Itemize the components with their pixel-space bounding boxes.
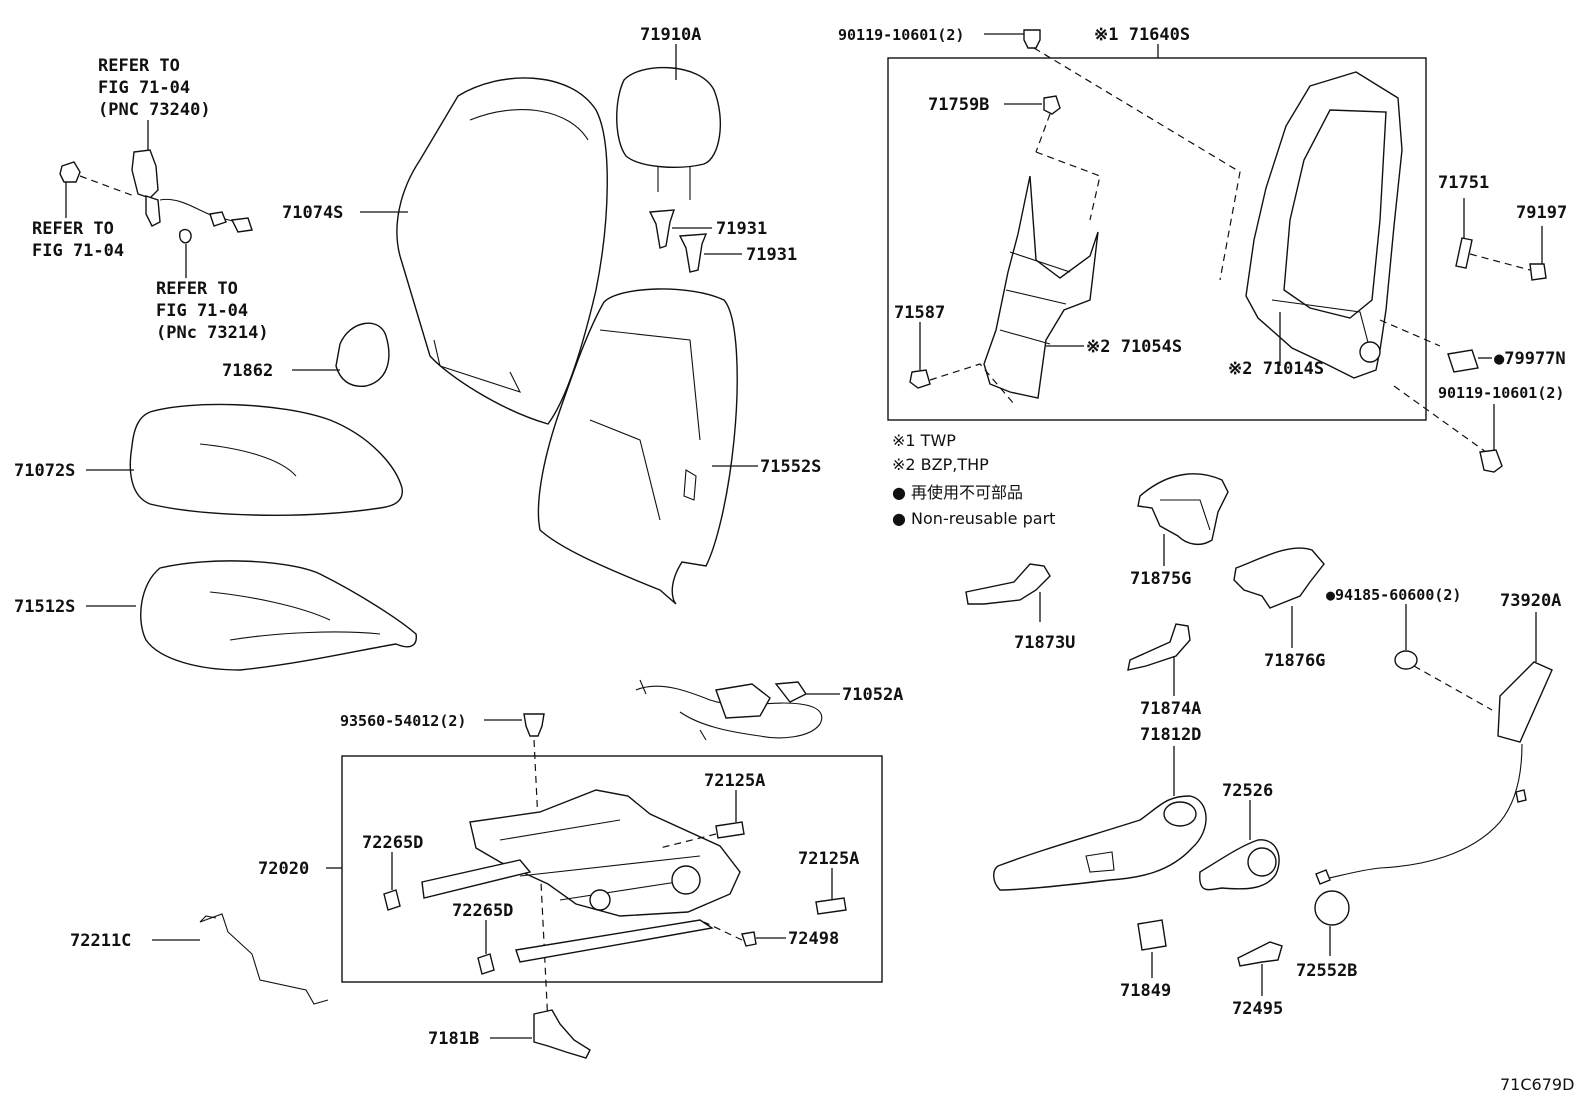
- seat-adjuster-group-box: [341, 755, 883, 983]
- clip-72265D-upper-part: [383, 889, 401, 911]
- label-71876G: 71876G: [1264, 651, 1325, 671]
- label-72495: 72495: [1232, 999, 1283, 1019]
- legend-note-1: ※1 TWP: [892, 431, 956, 450]
- legend-non-reusable-jp: ● 再使用不可部品: [892, 483, 1023, 502]
- headrest-part: [616, 66, 721, 200]
- refer-note-buckle-line3: (PNc 73214): [156, 323, 269, 343]
- label-7181B: 7181B: [428, 1029, 479, 1049]
- seatback-frame-group-box: [887, 57, 1427, 421]
- lumbar-support-part: [983, 151, 1101, 399]
- clip-94185-part: [1394, 650, 1418, 670]
- label-79197: 79197: [1516, 203, 1567, 223]
- bolt-bottom-part: [1479, 449, 1503, 473]
- pin-71751-part: [1455, 237, 1473, 269]
- clip-71759B-part: [1043, 95, 1061, 115]
- label-72552B: 72552B: [1296, 961, 1357, 981]
- side-pad-part: [335, 322, 390, 387]
- label-79977N: ●79977N: [1494, 349, 1566, 369]
- label-71512S: 71512S: [14, 597, 75, 617]
- label-71640S: ※1 71640S: [1094, 25, 1190, 45]
- label-71812D: 71812D: [1140, 725, 1201, 745]
- label-71931-lower: 71931: [746, 245, 797, 265]
- label-71759B: 71759B: [928, 95, 989, 115]
- label-72265D-lower: 72265D: [452, 901, 513, 921]
- refer-note-clip-line2: FIG 71-04: [32, 241, 124, 261]
- bolt-top-part: [1023, 29, 1041, 49]
- bolt-79197-part: [1529, 263, 1547, 281]
- clip-72498-part: [741, 931, 757, 947]
- label-71862: 71862: [222, 361, 273, 381]
- recliner-knob-part: [1199, 839, 1280, 891]
- label-71875G: 71875G: [1130, 569, 1191, 589]
- legend-note-2: ※2 BZP,THP: [892, 455, 989, 474]
- cover-71874A-part: [1127, 623, 1191, 671]
- label-71751: 71751: [1438, 173, 1489, 193]
- label-71552S: 71552S: [760, 457, 821, 477]
- seat-adjuster-part: [421, 789, 741, 963]
- diagram-code: 71C679D: [1500, 1075, 1574, 1094]
- clip-72125A-lower-part: [815, 897, 847, 915]
- label-71074S: 71074S: [282, 203, 343, 223]
- label-71874A: 71874A: [1140, 699, 1201, 719]
- label-73920A: 73920A: [1500, 591, 1561, 611]
- clip-71587-part: [909, 369, 931, 389]
- headrest-guide-part-1: [648, 209, 675, 249]
- wire-harness-part: [635, 679, 823, 741]
- label-90119-bottom: 90119-10601(2): [1438, 384, 1564, 402]
- refer-note-belt-line1: REFER TO: [98, 56, 180, 76]
- label-71910A: 71910A: [640, 25, 701, 45]
- cover-71876G-part: [1233, 547, 1325, 609]
- screw-93560-part: [523, 713, 545, 737]
- label-72211C: 72211C: [70, 931, 131, 951]
- refer-note-belt-line3: (PNC 73240): [98, 100, 211, 120]
- clip-72265D-lower-part: [477, 953, 495, 975]
- label-72125A-upper: 72125A: [704, 771, 765, 791]
- seatback-pad-part: [537, 288, 738, 605]
- seat-cushion-pad-part: [140, 560, 417, 671]
- label-93560: 93560-54012(2): [340, 712, 466, 730]
- cover-71875G-part: [1137, 473, 1229, 546]
- bracket-7181B-part: [533, 1009, 591, 1059]
- label-71873U: 71873U: [1014, 633, 1075, 653]
- seat-cushion-cover-part: [129, 403, 403, 516]
- label-71587: 71587: [894, 303, 945, 323]
- refer-note-belt-line2: FIG 71-04: [98, 78, 190, 98]
- label-71931-upper: 71931: [716, 219, 767, 239]
- refer-note-buckle-line1: REFER TO: [156, 279, 238, 299]
- label-71849: 71849: [1120, 981, 1171, 1001]
- label-72125A-lower: 72125A: [798, 849, 859, 869]
- seat-belt-buckle-part: [59, 149, 253, 244]
- seatback-frame-part: [1245, 71, 1403, 379]
- seatback-cover-part: [396, 77, 608, 425]
- label-71072S: 71072S: [14, 461, 75, 481]
- label-72498: 72498: [788, 929, 839, 949]
- label-94185: ●94185-60600(2): [1326, 586, 1461, 604]
- label-72265D-upper: 72265D: [362, 833, 423, 853]
- label-72020: 72020: [258, 859, 309, 879]
- refer-note-buckle-line2: FIG 71-04: [156, 301, 248, 321]
- label-72526: 72526: [1222, 781, 1273, 801]
- cover-72495-part: [1237, 941, 1283, 967]
- clip-72125A-upper-part: [715, 821, 745, 839]
- legend-non-reusable-en: ● Non-reusable part: [892, 509, 1055, 528]
- cover-71873U-part: [965, 563, 1051, 605]
- headrest-guide-part-2: [678, 233, 708, 273]
- cover-71849-part: [1137, 919, 1167, 951]
- label-sheet-79977N-part: [1447, 349, 1479, 373]
- release-wire-72211C-part: [199, 913, 329, 1005]
- refer-note-clip-line1: REFER TO: [32, 219, 114, 239]
- label-71014S: ※2 71014S: [1228, 359, 1324, 379]
- label-71054S: ※2 71054S: [1086, 337, 1182, 357]
- side-shield-part: [993, 795, 1207, 891]
- side-airbag-part: [1315, 661, 1553, 885]
- label-90119-top: 90119-10601(2): [838, 26, 964, 44]
- cap-72552B-part: [1314, 890, 1350, 926]
- label-71052A: 71052A: [842, 685, 903, 705]
